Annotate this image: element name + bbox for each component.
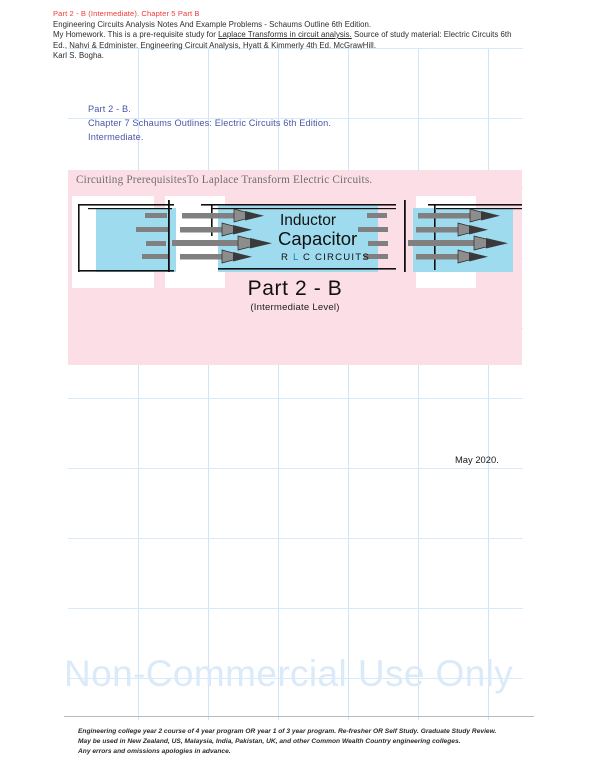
grid-line-vertical	[278, 48, 279, 720]
inductor-label: Inductor	[280, 212, 336, 229]
part-heading-block: Part 2 - B. Chapter 7 Schaums Outlines: …	[88, 103, 331, 144]
header-author: Karl S. Bogha.	[53, 51, 104, 61]
part-heading-line-3: Intermediate.	[88, 131, 144, 142]
banner-big-title: Part 2 - B	[247, 277, 343, 300]
part-heading-line-2: Chapter 7 Schaums Outlines: Electric Cir…	[88, 117, 332, 128]
grid-line-horizontal	[68, 538, 523, 539]
page-grid-background	[68, 48, 523, 720]
grid-line-vertical	[488, 48, 489, 720]
laplace-transforms-link[interactable]: Laplace Transforms in circuit analysis.	[218, 30, 352, 40]
rlc-circuits-label: R L C CIRCUITS	[281, 252, 370, 263]
header-block: Part 2 - B (Intermediate). Chapter 5 Par…	[53, 9, 593, 62]
footer-line-2: May be used in New Zealand, US, Malaysia…	[78, 738, 461, 746]
header-line-2-suffix: Source of study material: Electric Circu…	[351, 30, 512, 40]
banner-subject-title: Circuiting PrerequisitesTo Laplace Trans…	[76, 174, 373, 186]
header-line-1: Engineering Circuits Analysis Notes And …	[53, 19, 372, 29]
banner-big-title-block: Part 2 - B (Intermediate Level)	[68, 276, 522, 315]
footer-block: Engineering college year 2 course of 4 y…	[78, 727, 548, 758]
capacitor-label: Capacitor	[278, 228, 357, 249]
grid-line-horizontal	[68, 608, 523, 609]
document-date: May 2020.	[455, 454, 499, 465]
header-line-2: My Homework. This is a pre-requisite stu…	[53, 30, 593, 41]
header-line-2-prefix: My Homework. This is a pre-requisite stu…	[53, 30, 219, 40]
footer-line-1: Engineering college year 2 course of 4 y…	[78, 728, 497, 735]
grid-line-horizontal	[68, 468, 523, 469]
grid-line-vertical	[138, 48, 139, 720]
footer-line-3: Any errors and omissions apologies in ad…	[78, 748, 231, 756]
footer-divider	[64, 716, 534, 717]
grid-line-horizontal	[68, 398, 523, 399]
pink-banner: Circuiting PrerequisitesTo Laplace Trans…	[68, 170, 522, 365]
part-heading-line-1: Part 2 - B.	[88, 104, 132, 114]
watermark-text: Non-Commercial Use Only	[64, 653, 514, 694]
banner-big-subtitle: (Intermediate Level)	[250, 302, 340, 313]
grid-line-vertical	[418, 48, 419, 720]
header-line-3: Ed., Nahvi & Edminister. Engineering Cir…	[53, 40, 377, 50]
header-title-red: Part 2 - B (Intermediate). Chapter 5 Par…	[53, 9, 200, 18]
grid-line-vertical	[348, 48, 349, 720]
circuit-diagram-graphic: Inductor Capacitor R L C CIRCUITS	[72, 196, 522, 288]
grid-line-vertical	[208, 48, 209, 720]
